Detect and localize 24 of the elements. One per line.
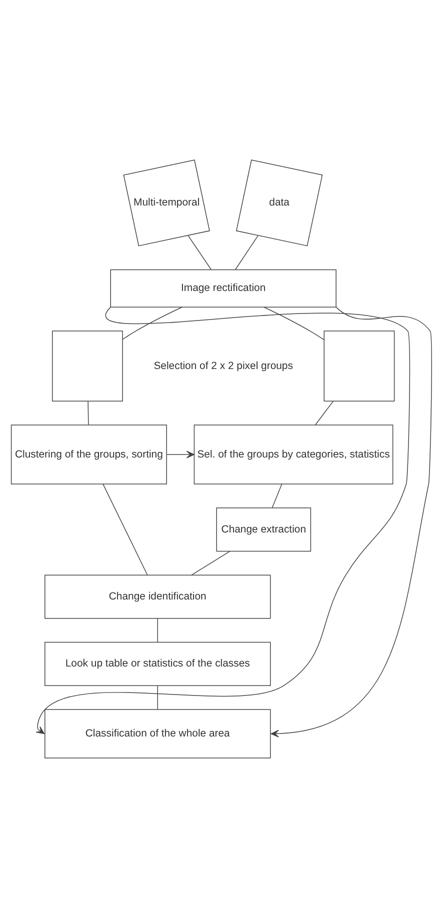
connector bbox=[88, 400, 89, 425]
connector bbox=[102, 483, 148, 575]
connector bbox=[157, 685, 158, 710]
connector bbox=[191, 550, 230, 575]
connector bbox=[272, 483, 282, 508]
arrow bbox=[166, 450, 195, 458]
node-box bbox=[52, 330, 123, 402]
arrow bbox=[36, 306, 410, 734]
node-box: Clustering of the groups, sorting bbox=[10, 424, 167, 484]
connector bbox=[157, 618, 158, 642]
node-box: Classification of the whole area bbox=[44, 708, 271, 758]
arrow bbox=[270, 306, 432, 737]
connector bbox=[314, 400, 334, 425]
node-box bbox=[324, 330, 395, 402]
connector bbox=[264, 306, 324, 340]
node-box: Change identification bbox=[44, 574, 271, 618]
node-box: Image rectification bbox=[110, 268, 336, 307]
node-box: Change extraction bbox=[216, 507, 312, 552]
connector bbox=[235, 234, 258, 270]
connector bbox=[122, 306, 183, 340]
node-box: Look up table or statistics of the classes bbox=[44, 641, 271, 686]
connector bbox=[188, 234, 212, 270]
node-box: Sel. of the groups by categories, statistics bbox=[194, 424, 394, 484]
label: Selection of 2 x 2 pixel groups bbox=[154, 360, 293, 372]
